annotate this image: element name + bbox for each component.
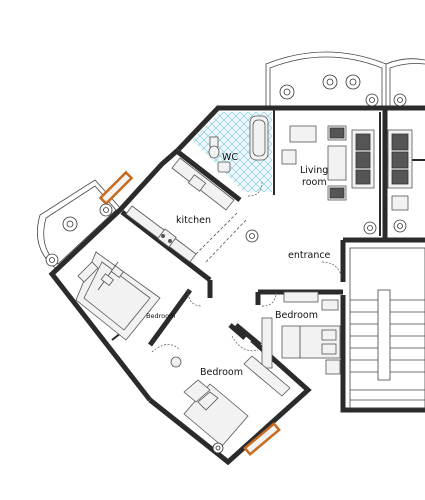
interior-walls xyxy=(111,110,425,347)
room-label-living-line2: room xyxy=(302,177,327,188)
stairs-icon xyxy=(349,247,425,409)
living-room-furniture xyxy=(281,125,413,211)
stove-icon xyxy=(157,228,177,248)
plant-icon xyxy=(393,219,407,233)
plant-icon xyxy=(212,442,224,454)
room-label-entrance: entrance xyxy=(288,250,331,261)
room-label-bedroom-small: Bedroom xyxy=(146,312,175,320)
room-label-kitchen: kitchen xyxy=(176,215,211,226)
plant-icon xyxy=(363,221,377,235)
plant-icon xyxy=(393,93,407,107)
armchair-icon xyxy=(327,125,347,141)
room-label-bedroom-bottom: Bedroom xyxy=(200,367,243,378)
plant-icon xyxy=(62,216,78,232)
window-frame xyxy=(243,421,281,457)
bed-icon xyxy=(281,325,341,359)
kitchen-counter xyxy=(125,157,247,263)
top-balcony-right xyxy=(385,58,425,107)
bed-icon xyxy=(83,261,151,331)
room-label-bedroom-right: Bedroom xyxy=(275,310,318,321)
plant-icon xyxy=(45,253,59,267)
plant-icon xyxy=(345,74,361,90)
plant-icon xyxy=(365,93,379,107)
right-bedroom-furniture xyxy=(261,291,341,375)
wc-room xyxy=(192,112,272,192)
room-label-wc: WC xyxy=(222,152,238,163)
bottom-bedroom-furniture xyxy=(170,355,291,447)
doors xyxy=(151,181,343,353)
plant-icon xyxy=(245,229,259,243)
sofa-icon xyxy=(387,129,413,189)
bed-icon xyxy=(183,379,249,447)
sofa-icon xyxy=(351,129,375,189)
top-balcony-left xyxy=(265,51,387,107)
room-label-living-line1: Living xyxy=(300,165,328,176)
small-bedroom-furniture xyxy=(75,251,161,341)
toilet-icon xyxy=(208,136,220,159)
plant-icon xyxy=(99,203,113,217)
plant-icon xyxy=(279,84,295,100)
exterior-walls xyxy=(48,105,425,466)
window-frame xyxy=(98,170,134,206)
plant-icon xyxy=(322,74,338,90)
